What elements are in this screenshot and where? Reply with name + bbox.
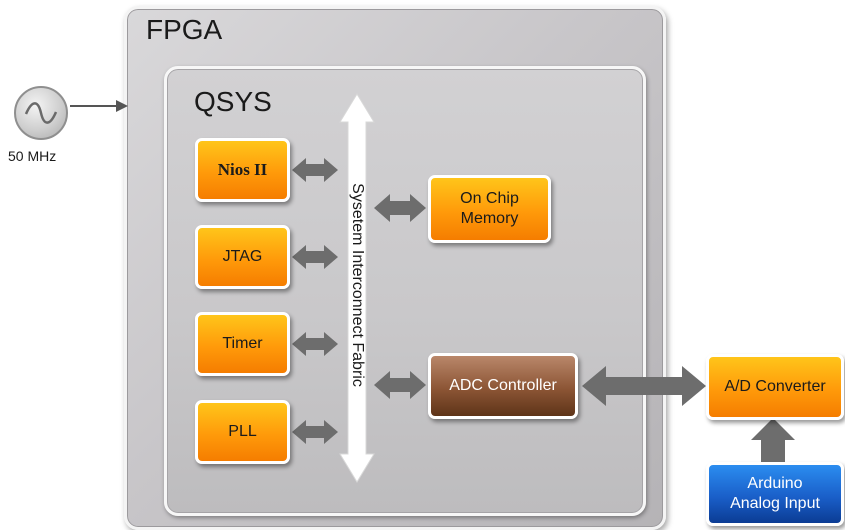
fpga-title: FPGA xyxy=(146,14,223,45)
arduino-label-line2: Analog Input xyxy=(730,495,820,512)
left-connectors xyxy=(292,158,338,444)
timer-connector-arrow xyxy=(292,332,338,356)
nios-connector-arrow xyxy=(292,158,338,182)
arduino-label-line1: Arduino xyxy=(747,475,803,492)
arduino-analog-input-block: Arduino Analog Input xyxy=(706,462,844,526)
interconnect-fabric-bar xyxy=(339,93,375,483)
qsys-title: QSYS xyxy=(194,86,272,117)
pll-label: PLL xyxy=(228,423,257,440)
on-chip-memory-block: On Chip Memory xyxy=(428,175,551,243)
timer-block: Timer xyxy=(195,312,290,376)
pll-connector-arrow xyxy=(292,420,338,444)
interconnect-fabric-label: Sysetem Interconnect Fabric xyxy=(349,183,366,387)
nios-ii-block: Nios II xyxy=(195,138,290,202)
nios-ii-label: Nios II xyxy=(217,160,268,180)
ad-converter-block: A/D Converter xyxy=(706,354,844,420)
adc-connector-arrow xyxy=(374,371,426,399)
jtag-label: JTAG xyxy=(222,248,263,265)
memory-label-line2: Memory xyxy=(460,210,519,227)
ad-converter-label: A/D Converter xyxy=(724,378,826,395)
clock-arrow xyxy=(70,100,128,112)
adc-controller-label: ADC Controller xyxy=(449,377,557,394)
timer-label: Timer xyxy=(222,335,263,352)
jtag-block: JTAG xyxy=(195,225,290,289)
adc-controller-block: ADC Controller xyxy=(428,353,578,419)
pll-block: PLL xyxy=(195,400,290,464)
arduino-up-arrow xyxy=(751,418,795,464)
memory-label-line1: On Chip xyxy=(460,190,519,207)
oscillator-icon xyxy=(14,86,68,140)
right-connectors xyxy=(374,194,426,399)
jtag-connector-arrow xyxy=(292,245,338,269)
oscillator-label: 50 MHz xyxy=(8,148,57,164)
memory-connector-arrow xyxy=(374,194,426,222)
adc-to-converter-arrow xyxy=(582,366,706,406)
